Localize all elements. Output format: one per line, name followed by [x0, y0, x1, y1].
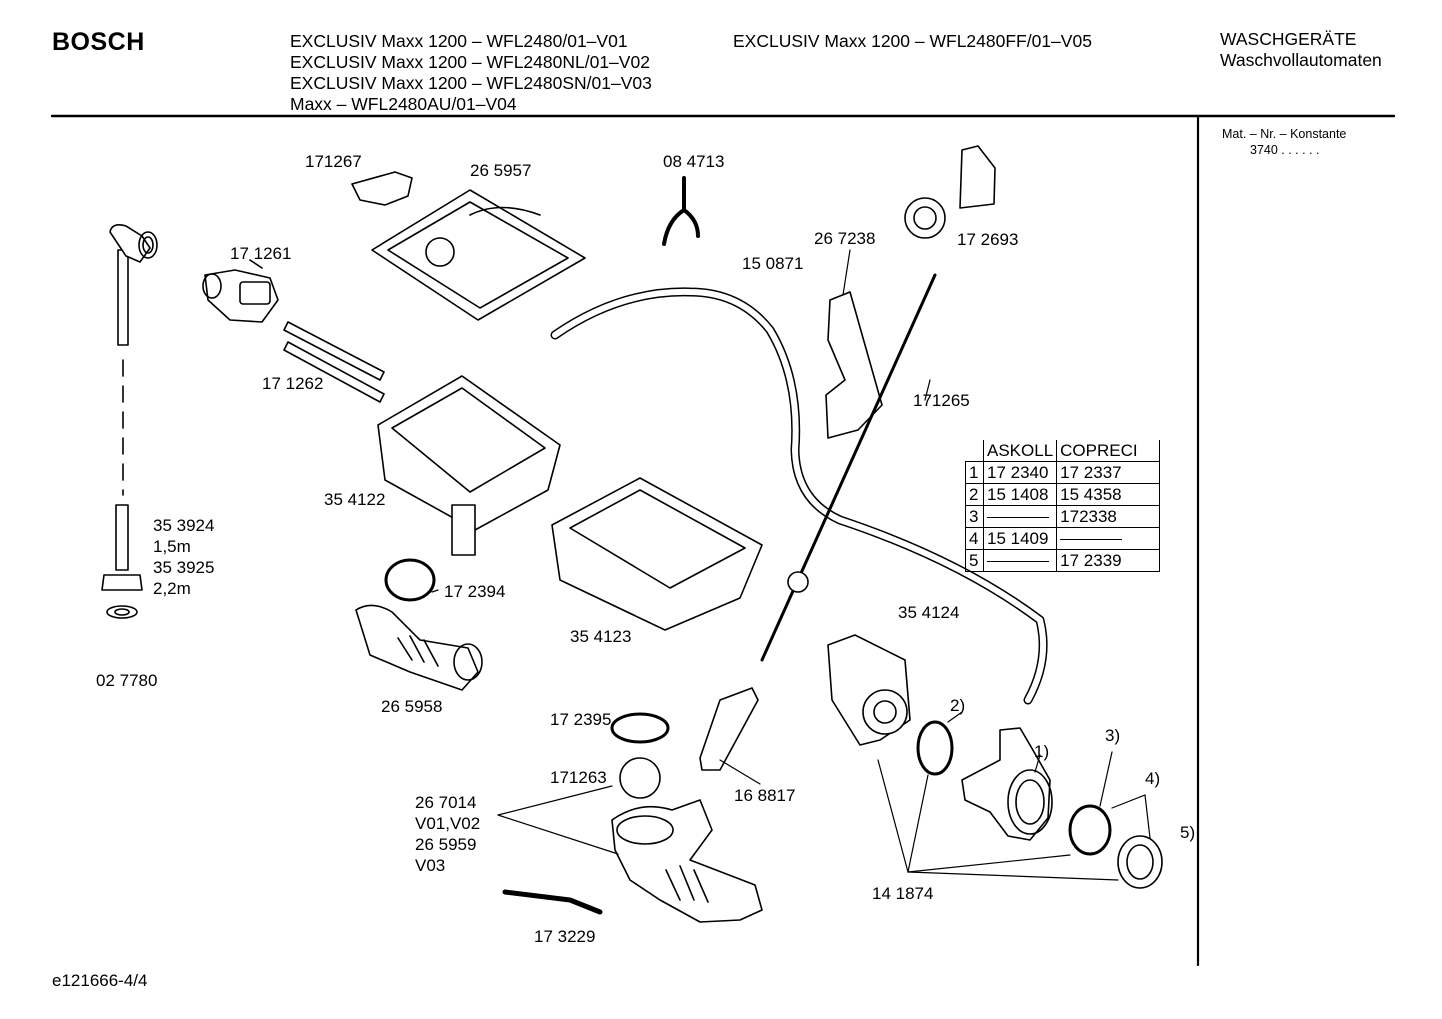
table-header-cell — [965, 440, 984, 462]
sump-drawing — [611, 799, 763, 923]
part-label: 14 1874 — [872, 884, 934, 903]
callout-label: 2) — [950, 696, 966, 715]
model-line-2: EXCLUSIV Maxx 1200 – WFL2480NL/01–V02 — [290, 52, 650, 72]
pump-drawing — [827, 634, 911, 746]
table-header-row: ASKOLL COPRECI — [965, 440, 1161, 462]
category-title: WASCHGERÄTE — [1220, 29, 1357, 49]
part-label: 17 1262 — [262, 374, 324, 393]
document-id: e121666-4/4 — [52, 971, 148, 990]
part-label: 1,5m — [153, 537, 191, 556]
callout-label: 5) — [1180, 823, 1196, 842]
seal-ring-drawing — [384, 558, 436, 602]
callout-label: 3) — [1105, 726, 1121, 745]
table-cell: 17 2339 — [1056, 549, 1161, 572]
part-label: 35 4124 — [898, 603, 960, 622]
table-cell: 5 — [965, 549, 984, 572]
part-label: 17 2395 — [550, 710, 612, 729]
inlet-valve-drawing — [202, 259, 279, 323]
leader-lines — [431, 249, 1151, 881]
fork-drawing — [662, 176, 700, 246]
table-cell: 17 2337 — [1056, 461, 1161, 484]
part-label: 17 3229 — [534, 927, 596, 946]
table-row: 1 17 2340 17 2337 — [965, 461, 1161, 484]
part-label: 17 2394 — [444, 582, 506, 601]
table-cell: 15 1409 — [982, 527, 1058, 550]
part-label: 17 1261 — [230, 244, 292, 263]
part-label: 171263 — [550, 768, 607, 787]
model-line-4: Maxx – WFL2480AU/01–V04 — [290, 94, 517, 114]
callout-label: 1) — [1034, 742, 1050, 761]
mat-label: Mat. – Nr. – Konstante — [1222, 127, 1347, 141]
table-cell-empty — [982, 505, 1058, 528]
part-label: 26 7014 — [415, 793, 477, 812]
pump-housing-drawing — [961, 727, 1053, 841]
part-label: 35 4123 — [570, 627, 632, 646]
hose-fill — [552, 288, 1047, 703]
brand-logo: BOSCH — [52, 28, 145, 56]
bracket-drawing — [351, 171, 413, 206]
dispenser-top-drawing — [371, 189, 586, 321]
rod-drawing — [760, 273, 937, 662]
table-cell-empty — [982, 549, 1058, 572]
table-cell: 3 — [965, 505, 984, 528]
table-header-cell: COPRECI — [1056, 440, 1161, 462]
table-row: 4 15 1409 — [965, 527, 1161, 550]
dash-mark — [987, 561, 1049, 563]
part-label: 17 2693 — [957, 230, 1019, 249]
part-label: 35 4122 — [324, 490, 386, 509]
filter-drawing — [1117, 835, 1163, 889]
table-cell: 15 1408 — [982, 483, 1058, 506]
part-label: 26 5959 — [415, 835, 477, 854]
pump-seal-drawing — [916, 720, 954, 776]
table-cell: 1 — [965, 461, 984, 484]
drawer-insert-drawing — [551, 477, 763, 631]
dash-mark — [987, 517, 1049, 519]
table-cell: 172338 — [1056, 505, 1161, 528]
part-label: 02 7780 — [96, 671, 158, 690]
callout-label: 4) — [1145, 769, 1161, 788]
dash-mark — [1060, 539, 1123, 541]
part-label: V03 — [415, 856, 446, 875]
sensor-drawing — [699, 687, 759, 771]
model-line-3: EXCLUSIV Maxx 1200 – WFL2480SN/01–V03 — [290, 73, 652, 93]
variant-table: ASKOLL COPRECI 1 17 2340 17 2337 2 15 14… — [965, 440, 1161, 572]
tubes-drawing — [283, 321, 385, 403]
bellows-hose-drawing — [355, 604, 483, 691]
filter-ring-drawing — [1068, 804, 1112, 856]
part-label: 2,2m — [153, 579, 191, 598]
model-line-5: EXCLUSIV Maxx 1200 – WFL2480FF/01–V05 — [733, 31, 1092, 51]
part-label: 26 5957 — [470, 161, 532, 180]
small-hose-drawing — [502, 889, 603, 915]
inlet-hose-drawing — [101, 224, 158, 619]
table-row: 2 15 1408 15 4358 — [965, 483, 1161, 506]
part-label: 08 4713 — [663, 152, 725, 171]
detergent-drawer-drawing — [377, 375, 561, 556]
table-cell: 15 4358 — [1056, 483, 1161, 506]
table-cell: 17 2340 — [982, 461, 1058, 484]
mat-value: 3740 . . . . . . — [1250, 143, 1320, 157]
table-cell: 2 — [965, 483, 984, 506]
table-cell-empty — [1056, 527, 1161, 550]
table-cell: 4 — [965, 527, 984, 550]
hose-bracket-drawing — [825, 291, 883, 439]
part-label: V01,V02 — [415, 814, 481, 833]
part-label: 35 3925 — [153, 558, 215, 577]
table-row: 3 172338 — [965, 505, 1161, 528]
part-label: 35 3924 — [153, 516, 215, 535]
part-label: 171267 — [305, 152, 362, 171]
model-line-1: EXCLUSIV Maxx 1200 – WFL2480/01–V01 — [290, 31, 628, 51]
ball-drawing — [619, 757, 661, 799]
pressure-switch-drawing — [904, 145, 996, 239]
category-subtitle: Waschvollautomaten — [1220, 50, 1382, 70]
sump-ring-drawing — [610, 712, 670, 744]
part-label: 15 0871 — [742, 254, 804, 273]
part-label: 26 5958 — [381, 697, 443, 716]
table-row: 5 17 2339 — [965, 549, 1161, 572]
part-label: 171265 — [913, 391, 970, 410]
part-label: 26 7238 — [814, 229, 876, 248]
table-header-cell: ASKOLL — [982, 440, 1058, 462]
part-label: 16 8817 — [734, 786, 796, 805]
